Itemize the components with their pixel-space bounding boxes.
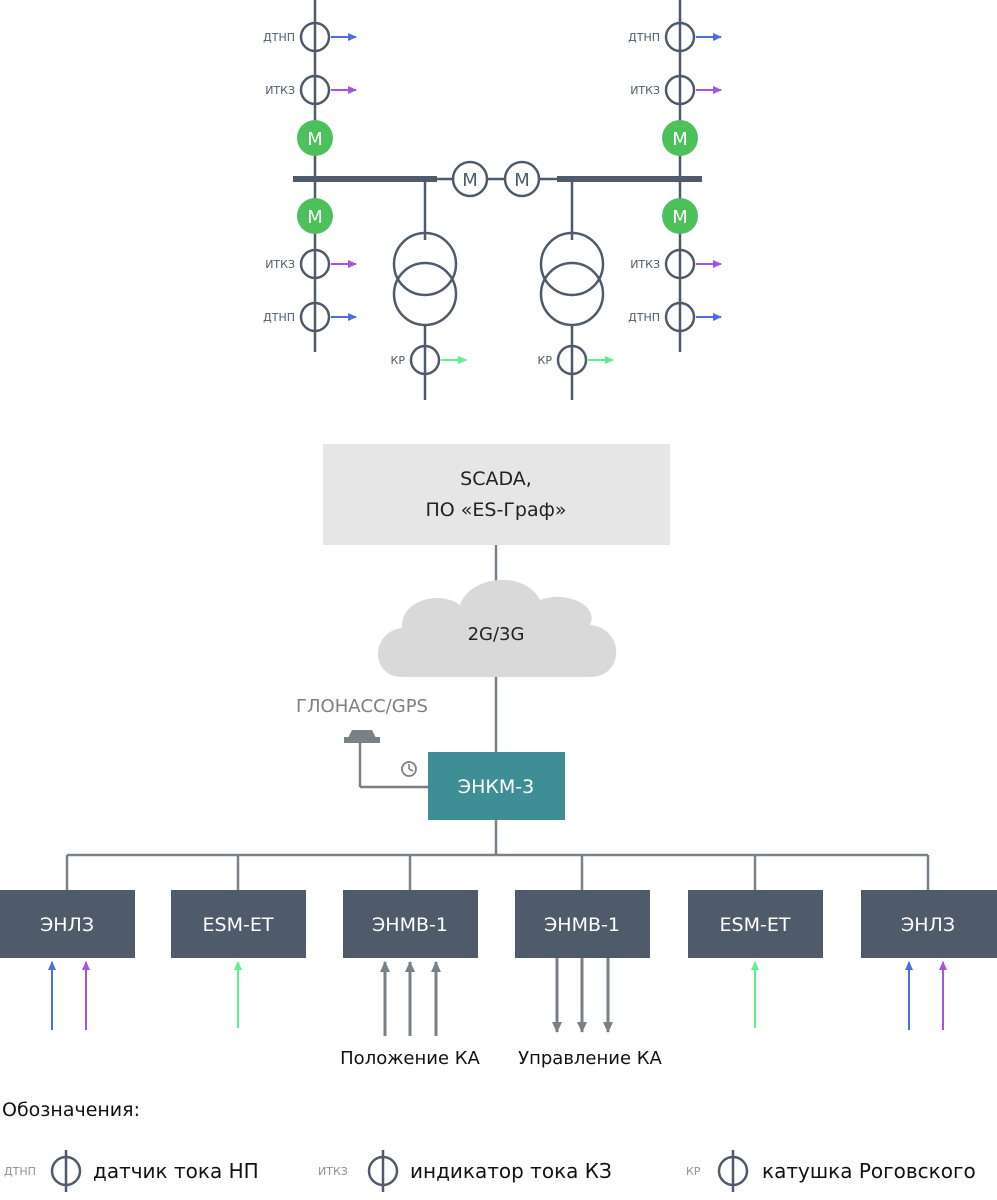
svg-text:ЭНКМ-3: ЭНКМ-3 [458,776,534,798]
device-box-esm-et-2[interactable]: ESM-ET [688,890,823,958]
svg-text:ESM-ET: ESM-ET [203,914,274,936]
svg-text:ПО «ES-Граф»: ПО «ES-Граф» [426,499,567,521]
legend: Обозначения: ДТНП датчик тока НП ИТКЗ ин… [2,1099,976,1192]
svg-text:ЭНЛЗ: ЭНЛЗ [901,914,955,936]
svg-text:М: М [514,170,530,191]
device-box-enlz-2[interactable]: ЭНЛЗ [861,890,997,958]
cloud-network: 2G/3G [378,579,617,677]
svg-text:ИТКЗ: ИТКЗ [630,84,660,97]
position-label: Положение КА [340,1048,480,1069]
svg-text:SCADA,: SCADA, [460,468,532,490]
device-box-enlz-1[interactable]: ЭНЛЗ [0,890,135,958]
sensor-dtnp-right-bottom: ДТНП [628,301,722,333]
bus-section-switch-left[interactable]: М [451,160,489,198]
sensor-dtnp-left-top: ДТНП [263,21,357,53]
svg-text:ДТНП: ДТНП [4,1165,36,1178]
svg-text:КР: КР [538,354,553,367]
hub-box[interactable]: ЭНКМ-3 [428,752,565,820]
switch-right-lower[interactable]: М [662,198,698,234]
svg-text:ЭНМВ-1: ЭНМВ-1 [372,914,448,936]
sensor-kr-left: КР [391,344,467,376]
sensor-dtnp-right-top: ДТНП [628,21,722,53]
svg-text:катушка Роговского: катушка Роговского [762,1159,976,1183]
antenna-icon [344,730,430,789]
bus-section-switch-right[interactable]: М [503,160,541,198]
svg-text:ДТНП: ДТНП [628,31,660,44]
switch-left-lower[interactable]: М [297,198,333,234]
svg-text:ИТКЗ: ИТКЗ [265,84,295,97]
svg-text:ESM-ET: ESM-ET [720,914,791,936]
svg-text:ИТКЗ: ИТКЗ [265,258,295,271]
sensor-dtnp-left-bottom: ДТНП [263,301,357,333]
gnss-label: ГЛОНАСС/GPS [296,696,428,717]
svg-text:М: М [307,207,323,228]
svg-text:датчик тока НП: датчик тока НП [93,1159,259,1183]
svg-text:ДТНП: ДТНП [263,31,295,44]
single-line-schematic: М М М М М М ДТНП [263,0,722,400]
control-label: Управление КА [518,1048,662,1069]
system-diagram: SCADA, ПО «ES-Граф» 2G/3G ГЛОНАСС/GPS [0,444,997,1069]
svg-text:М: М [462,170,478,191]
clock-icon [401,761,417,777]
legend-title: Обозначения: [2,1099,140,1121]
device-box-enmv-1a[interactable]: ЭНМВ-1 [343,890,478,958]
legend-item-dtnp: ДТНП датчик тока НП [4,1150,259,1192]
svg-text:индикатор тока КЗ: индикатор тока КЗ [410,1159,612,1183]
sensor-itkz-left-bottom: ИТКЗ [265,248,357,280]
legend-item-kr: КР катушка Роговского [686,1150,976,1192]
svg-text:КР: КР [391,354,406,367]
svg-text:М: М [307,129,323,150]
sensor-itkz-left-top: ИТКЗ [265,74,357,106]
svg-text:ДТНП: ДТНП [263,311,295,324]
svg-text:ЭНЛЗ: ЭНЛЗ [40,914,94,936]
sensor-itkz-right-top: ИТКЗ [630,74,722,106]
svg-text:ДТНП: ДТНП [628,311,660,324]
device-box-enmv-1b[interactable]: ЭНМВ-1 [515,890,650,958]
svg-text:ИТКЗ: ИТКЗ [318,1165,348,1178]
svg-text:КР: КР [686,1165,701,1178]
sensor-itkz-right-bottom: ИТКЗ [630,248,722,280]
device-box-esm-et-1[interactable]: ESM-ET [171,890,306,958]
svg-text:М: М [672,129,688,150]
svg-text:ЭНМВ-1: ЭНМВ-1 [544,914,620,936]
svg-text:ИТКЗ: ИТКЗ [630,258,660,271]
switch-left-upper[interactable]: М [297,120,333,156]
scada-box[interactable]: SCADA, ПО «ES-Граф» [323,444,670,545]
switch-right-upper[interactable]: М [662,120,698,156]
svg-text:2G/3G: 2G/3G [468,624,525,645]
sensor-kr-right: КР [538,344,614,376]
svg-text:М: М [672,207,688,228]
legend-item-itkz: ИТКЗ индикатор тока КЗ [318,1150,612,1192]
